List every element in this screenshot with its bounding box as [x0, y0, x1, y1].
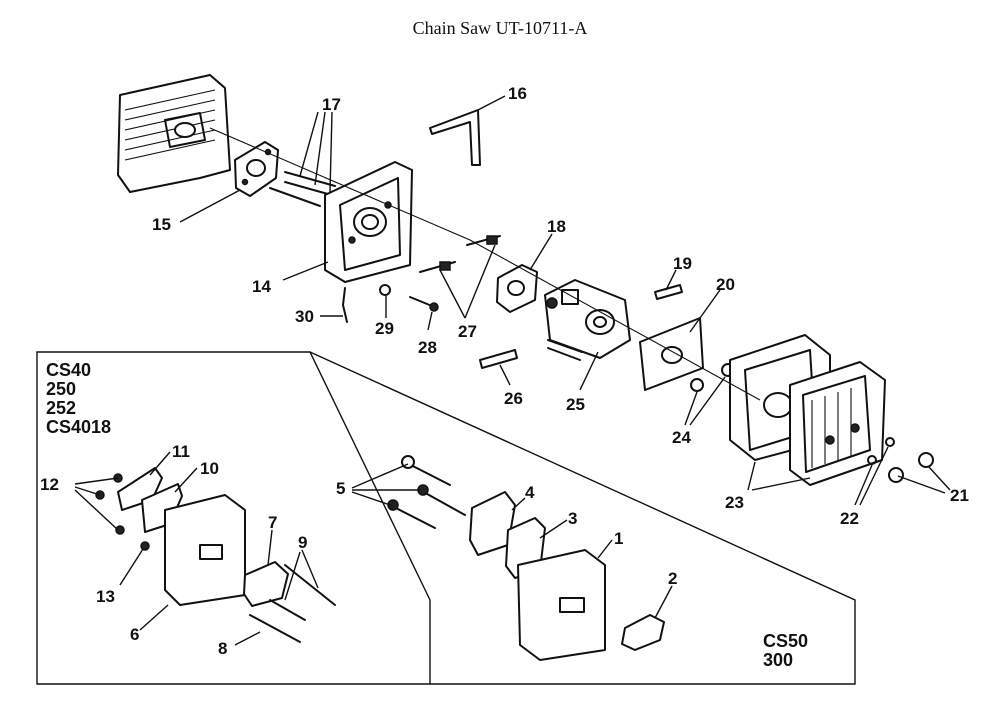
callout-11: 11 — [172, 442, 190, 461]
callout-7: 7 — [268, 513, 277, 532]
part-18-gasket — [496, 264, 538, 313]
callout-1: 1 — [614, 529, 623, 548]
model-label: CS40 — [46, 360, 91, 380]
part-13-nut — [140, 541, 150, 551]
part-23-air-filter — [729, 334, 886, 486]
callout-8: 8 — [218, 639, 227, 658]
engine-cylinder — [117, 74, 231, 193]
part-22-washers — [867, 437, 895, 465]
callout-9: 9 — [298, 533, 307, 552]
part-8-bolt — [249, 614, 301, 643]
part-26-tube — [479, 349, 518, 369]
callout-5: 5 — [336, 479, 345, 498]
callout-3: 3 — [568, 509, 577, 528]
callout-17: 17 — [322, 95, 341, 114]
callout-14: 14 — [252, 277, 271, 296]
callout-28: 28 — [418, 338, 437, 357]
part-30-clip — [342, 287, 348, 323]
callout-30: 30 — [295, 307, 314, 326]
callout-10: 10 — [200, 459, 219, 478]
callout-12: 12 — [40, 475, 59, 494]
callout-15: 15 — [152, 215, 171, 234]
part-9-bolt — [284, 564, 336, 606]
right-inset-parts — [387, 455, 665, 661]
model-label: CS4018 — [46, 417, 111, 437]
part-15-gasket — [234, 141, 279, 197]
model-label: 300 — [763, 650, 793, 670]
callout-26: 26 — [504, 389, 523, 408]
callout-29: 29 — [375, 319, 394, 338]
left-inset-parts — [95, 467, 336, 643]
model-label: 250 — [46, 379, 76, 399]
callout-16: 16 — [508, 84, 527, 103]
part-19-pin — [654, 284, 683, 300]
callout-19: 19 — [673, 254, 692, 273]
part-29-nut — [379, 284, 391, 296]
callout-13: 13 — [96, 587, 115, 606]
callout-21: 21 — [950, 486, 969, 505]
callout-4: 4 — [525, 483, 535, 502]
callout-20: 20 — [716, 275, 735, 294]
right-inset-model-list: CS50 300 — [763, 631, 808, 670]
callout-18: 18 — [547, 217, 566, 236]
model-label: CS50 — [763, 631, 808, 651]
part-21-knobs — [888, 452, 934, 483]
part-7-gasket — [243, 561, 289, 607]
callout-labels: 17 16 15 14 18 19 20 30 29 28 27 26 25 2… — [40, 84, 969, 658]
callout-23: 23 — [725, 493, 744, 512]
diagram-title: Chain Saw UT-10711-A — [412, 18, 588, 38]
model-label: 252 — [46, 398, 76, 418]
part-28-screw — [409, 296, 439, 312]
part-27-screws — [419, 235, 501, 273]
part-14-intake-adapter — [324, 161, 413, 283]
callout-27: 27 — [458, 322, 477, 341]
callout-2: 2 — [668, 569, 677, 588]
callout-6: 6 — [130, 625, 139, 644]
leader-lines — [74, 95, 951, 646]
left-inset-model-list: CS40 250 252 CS4018 — [46, 360, 111, 437]
part-2-gasket — [621, 614, 665, 651]
inset-frame — [36, 351, 856, 685]
callout-24: 24 — [672, 428, 691, 447]
callout-25: 25 — [566, 395, 585, 414]
part-16-wrench — [429, 109, 481, 166]
callout-22: 22 — [840, 509, 859, 528]
part-25-carburetor — [544, 279, 631, 361]
